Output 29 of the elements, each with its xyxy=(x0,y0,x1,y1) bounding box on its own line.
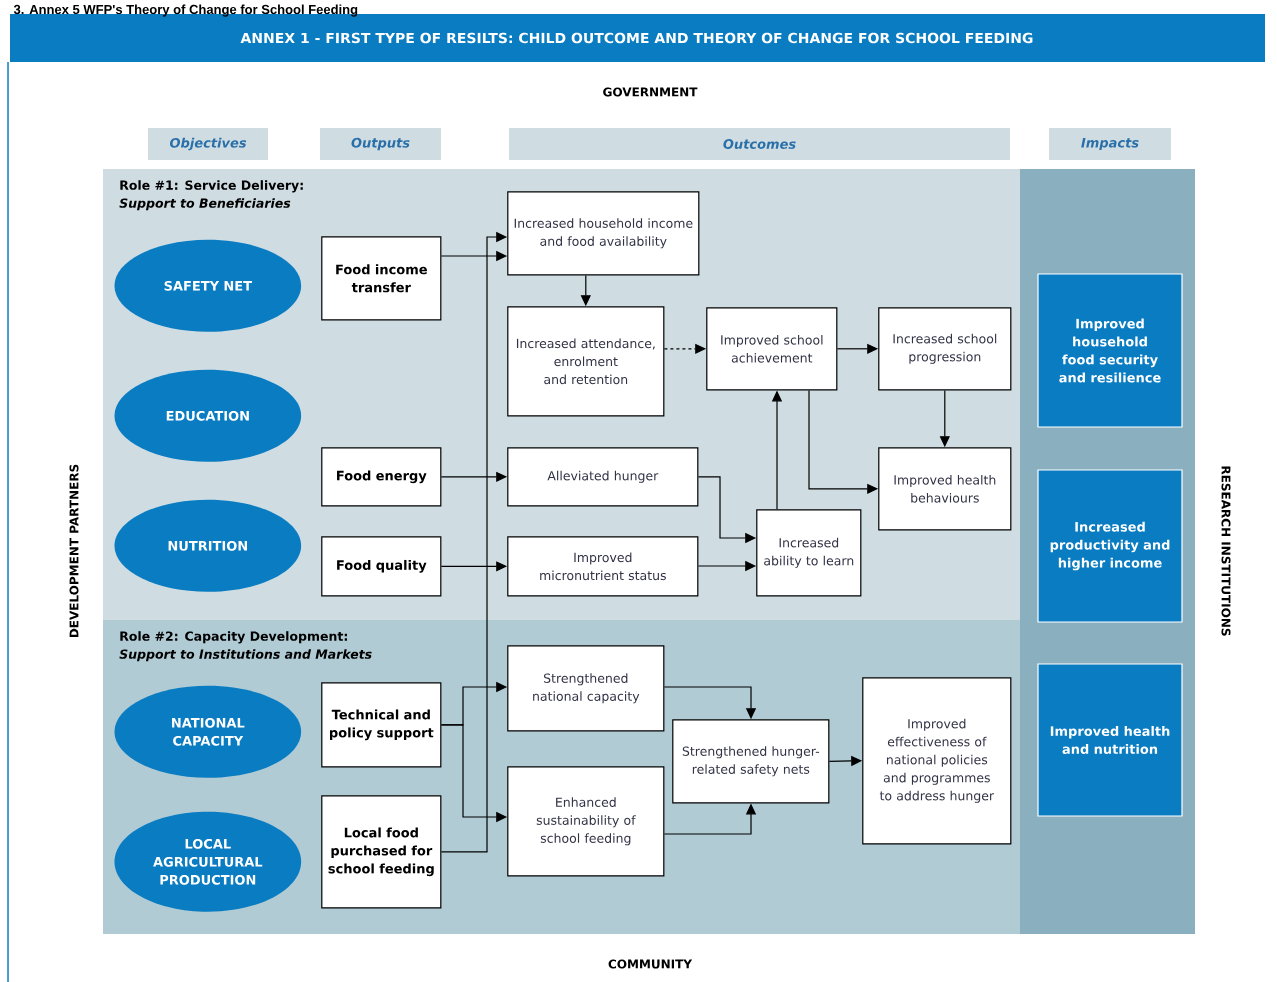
page-heading: 3. Annex 5 WFP's Theory of Change for School Feeding xyxy=(13,4,358,17)
impact-box: Increased productivity and higher income xyxy=(1037,469,1183,623)
outcome-box: Strengthened hunger-related safety nets xyxy=(672,719,830,804)
impact-box: Improved health and nutrition xyxy=(1037,663,1183,817)
output-box: Food quality xyxy=(321,536,442,597)
outcome-box: Improved health behaviours xyxy=(878,447,1012,531)
output-box: Local food purchased for school feeding xyxy=(321,795,442,909)
column-header: Objectives xyxy=(148,128,268,160)
column-header: Outcomes xyxy=(509,128,1010,160)
column-header: Outputs xyxy=(320,128,441,160)
side-label: COMMUNITY xyxy=(608,959,693,969)
outcome-box: Increased household income and food availability xyxy=(507,191,700,276)
outcome-box: Increased ability to learn xyxy=(756,509,862,597)
outcome-box: Strengthened national capacity xyxy=(507,645,665,732)
outcome-box: Alleviated hunger xyxy=(507,447,699,507)
output-box: Technical and policy support xyxy=(321,682,442,768)
outcome-box: Improved effectiveness of national policies and programmes to address hunger xyxy=(862,677,1012,845)
outcome-box: Increased school progression xyxy=(878,307,1012,391)
outcome-box: Improved school achievement xyxy=(706,307,838,391)
outcome-box: Improved micronutrient status xyxy=(507,536,699,597)
output-box: Food income transfer xyxy=(321,236,442,321)
side-label: RESEARCH INSTITUTIONS xyxy=(1221,466,1231,636)
impact-box: Improved household food security and resilience xyxy=(1037,273,1183,428)
outcome-box: Increased attendance, enrolment and retention xyxy=(507,306,665,417)
output-box: Food energy xyxy=(321,447,442,507)
side-label: GOVERNMENT xyxy=(603,87,698,97)
column-header: Impacts xyxy=(1049,128,1171,160)
outcome-box: Enhanced sustainability of school feeding xyxy=(507,766,665,877)
side-label: DEVELOPMENT PARTNERS xyxy=(69,464,79,638)
